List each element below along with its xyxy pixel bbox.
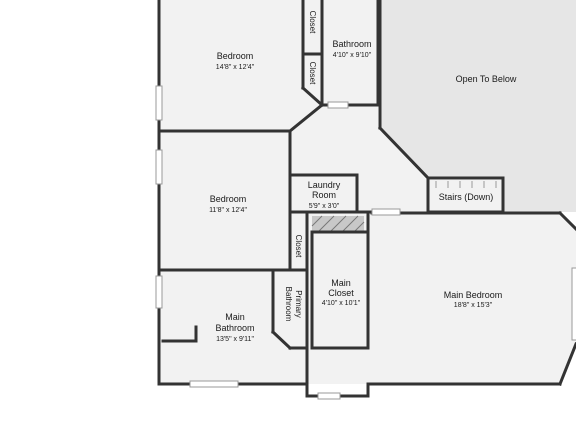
room-bedroom-1-dims: 14'8" x 12'4" — [216, 64, 255, 71]
window-right — [571, 267, 576, 341]
room-main-bedroom-name: Main Bedroom — [444, 290, 503, 300]
room-labels: Bedroom 14'8" x 12'4" Bathroom 4'10" x 9… — [209, 11, 517, 343]
door-gap-bath — [327, 101, 349, 109]
room-main-closet-name-1: Main — [331, 278, 351, 288]
floor-areas — [159, 0, 576, 384]
floor-main-bedroom — [372, 213, 576, 384]
closet-label-3: Closet — [294, 235, 303, 258]
floor-stairs — [428, 180, 502, 212]
room-main-closet-dims: 4'10" x 10'1" — [322, 300, 361, 307]
door-gap-laundry — [371, 208, 401, 216]
window-left-1 — [155, 85, 163, 121]
window-left-3 — [155, 275, 163, 309]
room-primary-bathroom-name-2: Bathroom — [284, 287, 293, 322]
room-bathroom-dims: 4'10" x 9'10" — [333, 52, 372, 59]
room-open-to-below-name: Open To Below — [456, 74, 517, 84]
walls — [157, 0, 576, 398]
room-bedroom-2-dims: 11'8" x 12'4" — [209, 207, 247, 214]
room-bedroom-2-name: Bedroom — [210, 194, 247, 204]
room-laundry-dims: 5'9" x 3'0" — [309, 203, 340, 210]
window-bottom-1 — [189, 380, 239, 388]
windows — [155, 85, 576, 400]
room-primary-bathroom-name-1: Primary — [294, 290, 303, 318]
room-main-closet-name-2: Closet — [328, 288, 354, 298]
room-bedroom-1-name: Bedroom — [217, 51, 254, 61]
closet-label-1: Closet — [308, 11, 317, 34]
room-bathroom-name: Bathroom — [332, 39, 371, 49]
room-stairs-name: Stairs (Down) — [439, 192, 494, 202]
room-laundry-name-1: Laundry — [308, 180, 341, 190]
room-main-bathroom-name-2: Bathroom — [215, 323, 254, 333]
window-bottom-2 — [317, 392, 341, 400]
closet-hatch-lines — [311, 215, 365, 233]
floor-main — [159, 0, 427, 384]
room-main-bathroom-dims: 13'5" x 9'11" — [216, 336, 254, 343]
room-main-bedroom-dims: 18'8" x 15'3" — [454, 302, 493, 309]
closet-label-2: Closet — [308, 62, 317, 85]
room-laundry-name-2: Room — [312, 190, 336, 200]
room-main-bathroom-name-1: Main — [225, 312, 245, 322]
floor-open-to-below — [380, 0, 576, 212]
stair-treads — [435, 181, 497, 188]
window-left-2 — [155, 149, 163, 185]
